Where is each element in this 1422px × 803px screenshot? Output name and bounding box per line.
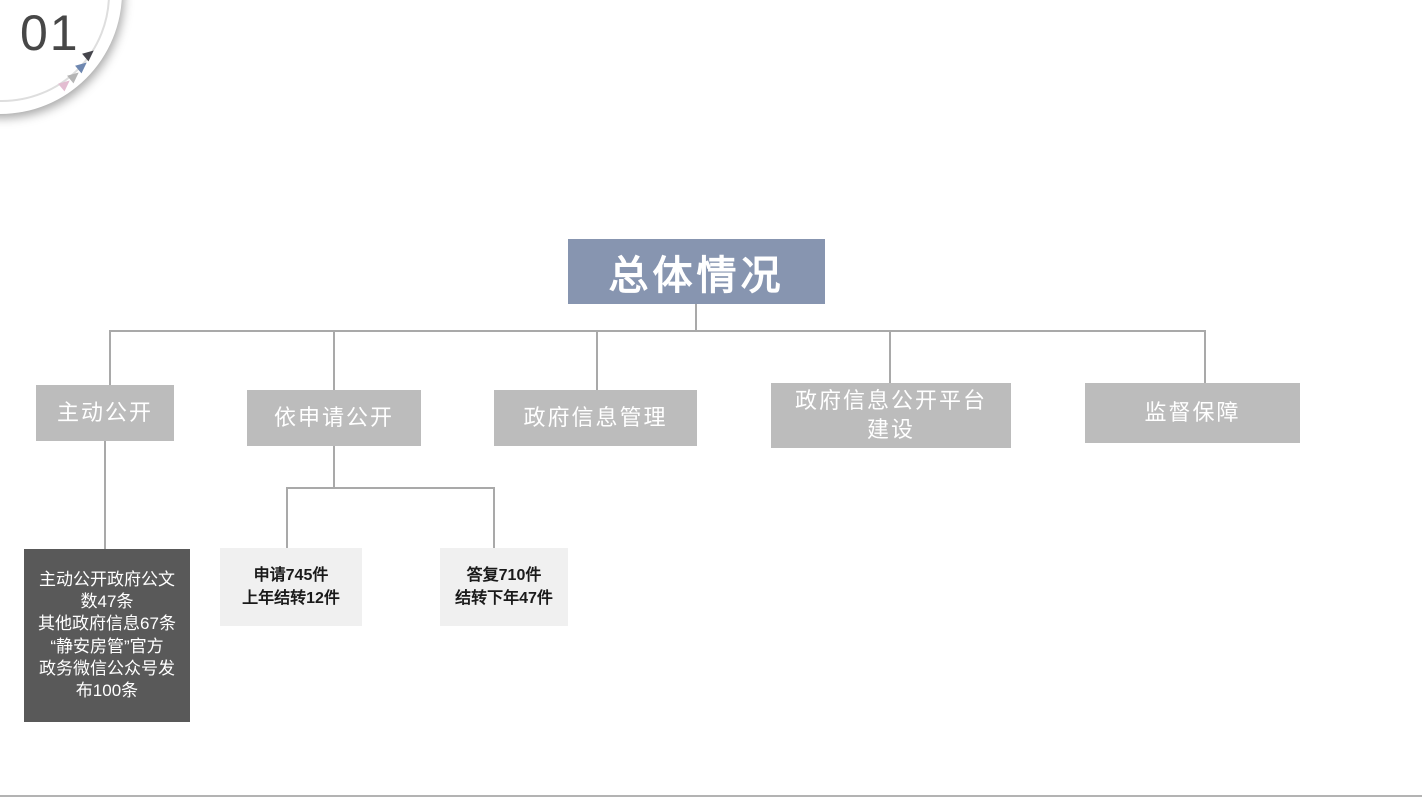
connector-sub-drop-replies (493, 487, 495, 549)
connector-proactive-detail (104, 441, 106, 550)
connector-main-horizontal (109, 330, 1206, 332)
node-supervision-guarantee: 监督保障 (1085, 383, 1300, 443)
node-platform-construction: 政府信息公开平台 建设 (771, 383, 1011, 448)
connector-drop-supervision (1204, 330, 1206, 384)
root-node-title: 总体情况 (568, 239, 825, 304)
connector-drop-platform (889, 330, 891, 384)
connector-drop-upon-request (333, 330, 335, 391)
section-number: 01 (20, 5, 80, 61)
node-proactive-disclosure: 主动公开 (36, 385, 174, 441)
detail-proactive-stats: 主动公开政府公文 数47条 其他政府信息67条 “静安房管”官方 政务微信公众号… (24, 549, 190, 722)
detail-replies-issued: 答复710件 结转下年47件 (440, 548, 568, 626)
node-disclosure-upon-request: 依申请公开 (247, 390, 421, 446)
detail-applications-received: 申请745件 上年结转12件 (220, 548, 362, 626)
connector-root-vertical (695, 304, 697, 331)
connector-upon-request-sub-vertical (333, 446, 335, 488)
node-government-info-management: 政府信息管理 (494, 390, 697, 446)
connector-drop-info-management (596, 330, 598, 391)
connector-sub-drop-applications (286, 487, 288, 549)
connector-sub-horizontal (286, 487, 495, 489)
connector-drop-proactive (109, 330, 111, 386)
footer-divider-line (0, 795, 1422, 797)
